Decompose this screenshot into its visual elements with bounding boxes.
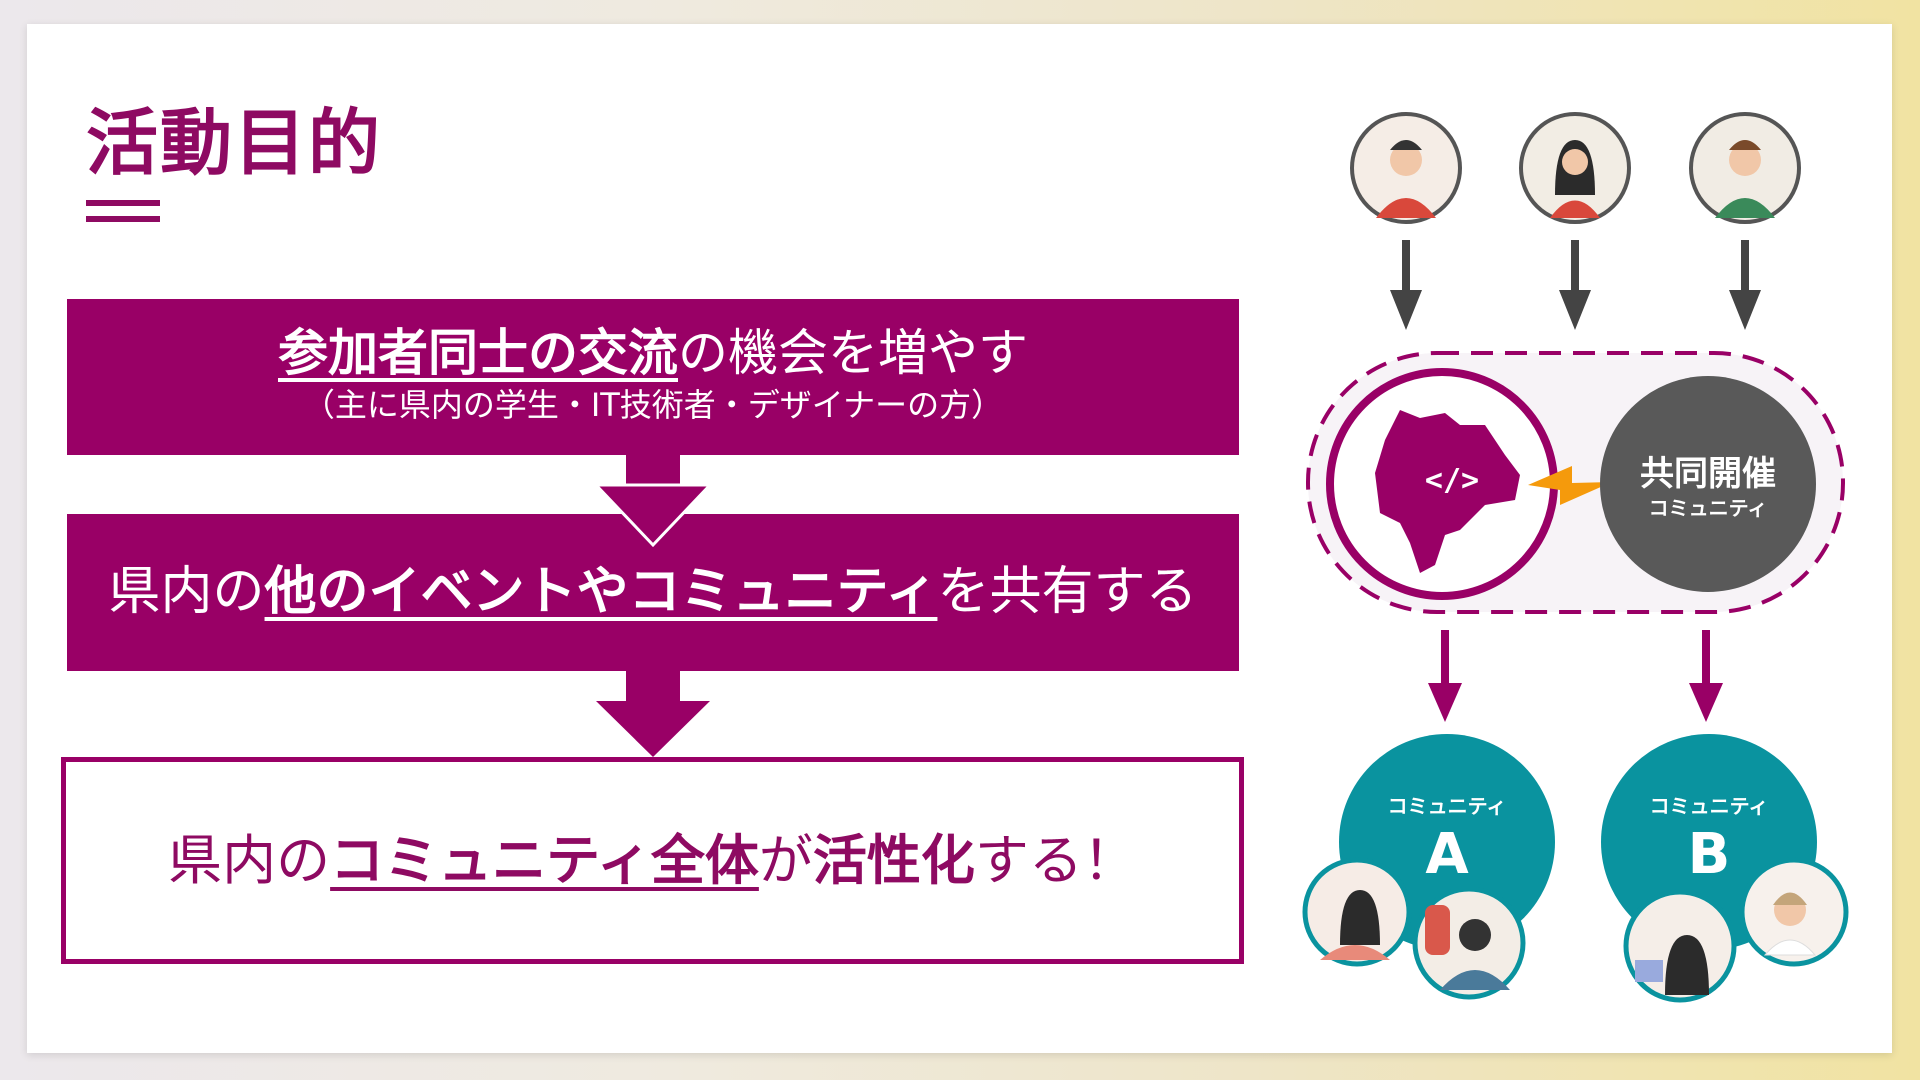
step-3-text: 県内の: [168, 829, 331, 892]
community-a-letter: A: [1425, 822, 1469, 887]
flow-arrow-2: [596, 671, 710, 757]
step-3-emphasis: コミュニティ全体: [330, 829, 759, 892]
cohost-subtitle: コミュニティ: [1648, 496, 1768, 520]
page-title: 活動目的: [86, 101, 383, 185]
step-1-text: の機会を増やす: [678, 324, 1028, 382]
step-1-subtext: （主に県内の学生・IT技術者・デザイナーの方）: [302, 386, 1004, 424]
step-2-box: 県内の他のイベントやコミュニティを共有する: [67, 514, 1239, 671]
member-avatar: [1412, 886, 1526, 1000]
code-icon: </>: [1425, 463, 1479, 498]
member-avatar: [1739, 857, 1849, 967]
cohost-title: 共同開催: [1640, 454, 1776, 494]
step-3-text: が: [758, 829, 813, 892]
member-avatar: [1623, 889, 1737, 1003]
step-2-text: 県内の: [108, 562, 265, 622]
prefecture-map-icon: [1375, 410, 1520, 573]
flow-arrow-1: [592, 455, 714, 548]
step-3-bold: 活性化: [812, 829, 975, 892]
step-2-text: を共有する: [937, 562, 1198, 622]
step-2-emphasis: 他のイベントやコミュニティ: [264, 562, 938, 622]
participant-avatar: [1519, 112, 1631, 224]
community-b-letter: B: [1687, 822, 1731, 887]
lightning-bolt-icon: [1528, 466, 1612, 505]
participant-avatar: [1350, 112, 1462, 224]
participant-avatar: [1689, 112, 1801, 224]
step-3-box: 県内のコミュニティ全体が活性化する！: [61, 757, 1244, 964]
community-b-label: コミュニティ: [1649, 794, 1769, 818]
member-avatar: [1302, 857, 1412, 967]
step-1-emphasis: 参加者同士の交流: [278, 324, 678, 382]
community-a-label: コミュニティ: [1387, 794, 1507, 818]
down-arrows: [1428, 630, 1723, 722]
host-community-logo: </>: [1326, 368, 1558, 600]
step-3-text: する！: [974, 829, 1137, 892]
down-arrows: [1390, 240, 1761, 330]
step-1-box: 参加者同士の交流の機会を増やす （主に県内の学生・IT技術者・デザイナーの方）: [67, 299, 1239, 455]
cohost-circle: [1600, 376, 1816, 592]
title-underline: [86, 200, 160, 206]
title-underline: [86, 216, 160, 222]
